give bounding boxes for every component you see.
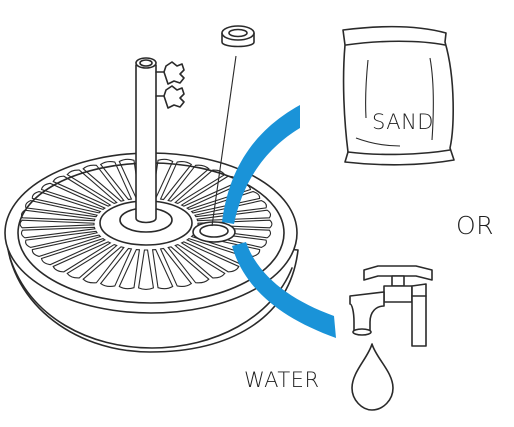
base-rib (196, 209, 272, 222)
sand-label: SAND (372, 110, 434, 134)
base-rib (174, 243, 226, 279)
base-rib (151, 248, 174, 290)
base-rib (99, 160, 133, 201)
water-label: WATER (244, 368, 320, 392)
base-rib (25, 200, 98, 218)
base-rib (151, 158, 174, 200)
pour-stream-icon (222, 105, 336, 338)
cap-icon (211, 25, 255, 227)
base-rib (31, 234, 102, 257)
base-rib (20, 209, 96, 222)
water-drop-icon (351, 343, 394, 411)
base-rib (194, 200, 267, 218)
base-rib (82, 246, 125, 284)
base-rib (159, 160, 193, 201)
faucet-icon (349, 265, 433, 347)
base-rib (118, 158, 141, 200)
base-rib (66, 243, 118, 279)
base-rib (180, 241, 240, 273)
base-rib (190, 191, 261, 214)
base-rib (137, 249, 155, 290)
base-rib (20, 226, 96, 239)
base-rib (194, 230, 267, 248)
base-rib (99, 247, 133, 288)
base-rib (19, 219, 95, 229)
base-rib (159, 247, 193, 288)
base-rib (52, 175, 112, 207)
base-rib (31, 191, 102, 214)
base-rib (196, 226, 272, 239)
umbrella-base-icon (4, 152, 299, 353)
base-rib (190, 234, 261, 257)
base-rib (40, 182, 106, 210)
base-rib (118, 248, 141, 290)
sand-bag-icon (342, 25, 455, 166)
base-rib (52, 241, 112, 273)
base-rib (40, 238, 106, 266)
base-rib (197, 219, 273, 229)
base-rib (167, 164, 210, 202)
base-rib (66, 169, 118, 205)
base-rib (25, 230, 98, 248)
base-rib (167, 246, 210, 284)
base-rib (82, 164, 125, 202)
pole-icon (135, 57, 185, 224)
or-label: OR (456, 211, 495, 240)
base-rib (174, 169, 226, 205)
